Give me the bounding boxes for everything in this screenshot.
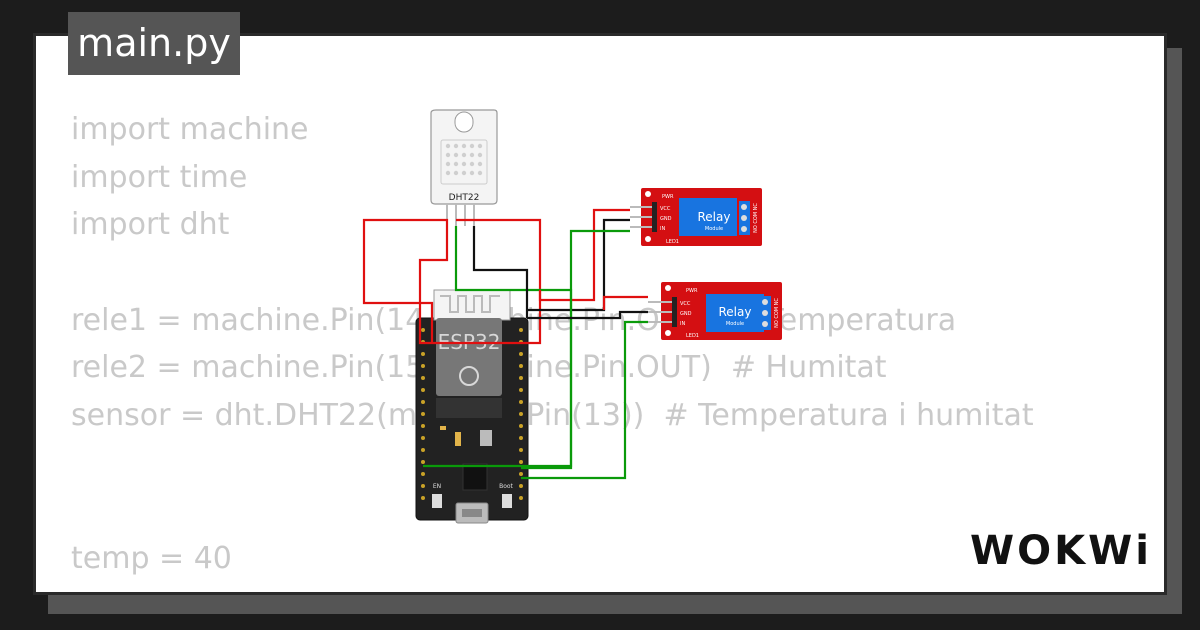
relay2-in: IN — [680, 321, 685, 327]
relay2-subtitle: Module — [726, 321, 744, 327]
relay2-gnd: GND — [680, 311, 692, 317]
relay1-led: LED1 — [666, 239, 679, 245]
relay2-title: Relay — [719, 305, 752, 319]
file-tab: main.py — [68, 12, 240, 75]
code-line-3: import dht — [71, 207, 230, 243]
esp32-board: ESP32 EN Boot — [415, 289, 529, 524]
relay2-vcc: VCC — [680, 301, 691, 307]
relay1-terminals: NO COM NC — [753, 203, 759, 233]
relay2-led: LED1 — [686, 333, 699, 339]
relay-module-2: Relay Module NO COM NC PWR VCC GND IN LE… — [648, 282, 782, 340]
dht22-sensor: DHT22 — [430, 109, 498, 226]
relay2-pwr: PWR — [686, 288, 698, 294]
code-line-2: import time — [71, 159, 248, 195]
code-line-10: temp = 40 — [71, 541, 232, 577]
wokwi-logo: WOKWi — [970, 528, 1152, 574]
boot-label: Boot — [499, 483, 513, 490]
wires — [362, 208, 648, 480]
relay1-pwr: PWR — [662, 194, 674, 200]
relay1-in: IN — [660, 226, 665, 232]
code-line-6: rele2 = machine.Pin(15, machine.Pin.OUT)… — [71, 350, 887, 386]
dht22-label: DHT22 — [449, 193, 480, 203]
code-line-1: import machine — [71, 112, 309, 147]
relay-module-1: Relay Module NO COM NC PWR VCC GND IN LE… — [630, 188, 762, 246]
relay1-gnd: GND — [660, 216, 672, 222]
code-line-11: hum = 60 — [71, 583, 1034, 592]
relay1-vcc: VCC — [660, 206, 671, 212]
en-label: EN — [433, 483, 441, 490]
relay1-title: Relay — [698, 210, 731, 224]
relay1-subtitle: Module — [705, 226, 723, 232]
relay2-terminals: NO COM NC — [774, 298, 780, 328]
